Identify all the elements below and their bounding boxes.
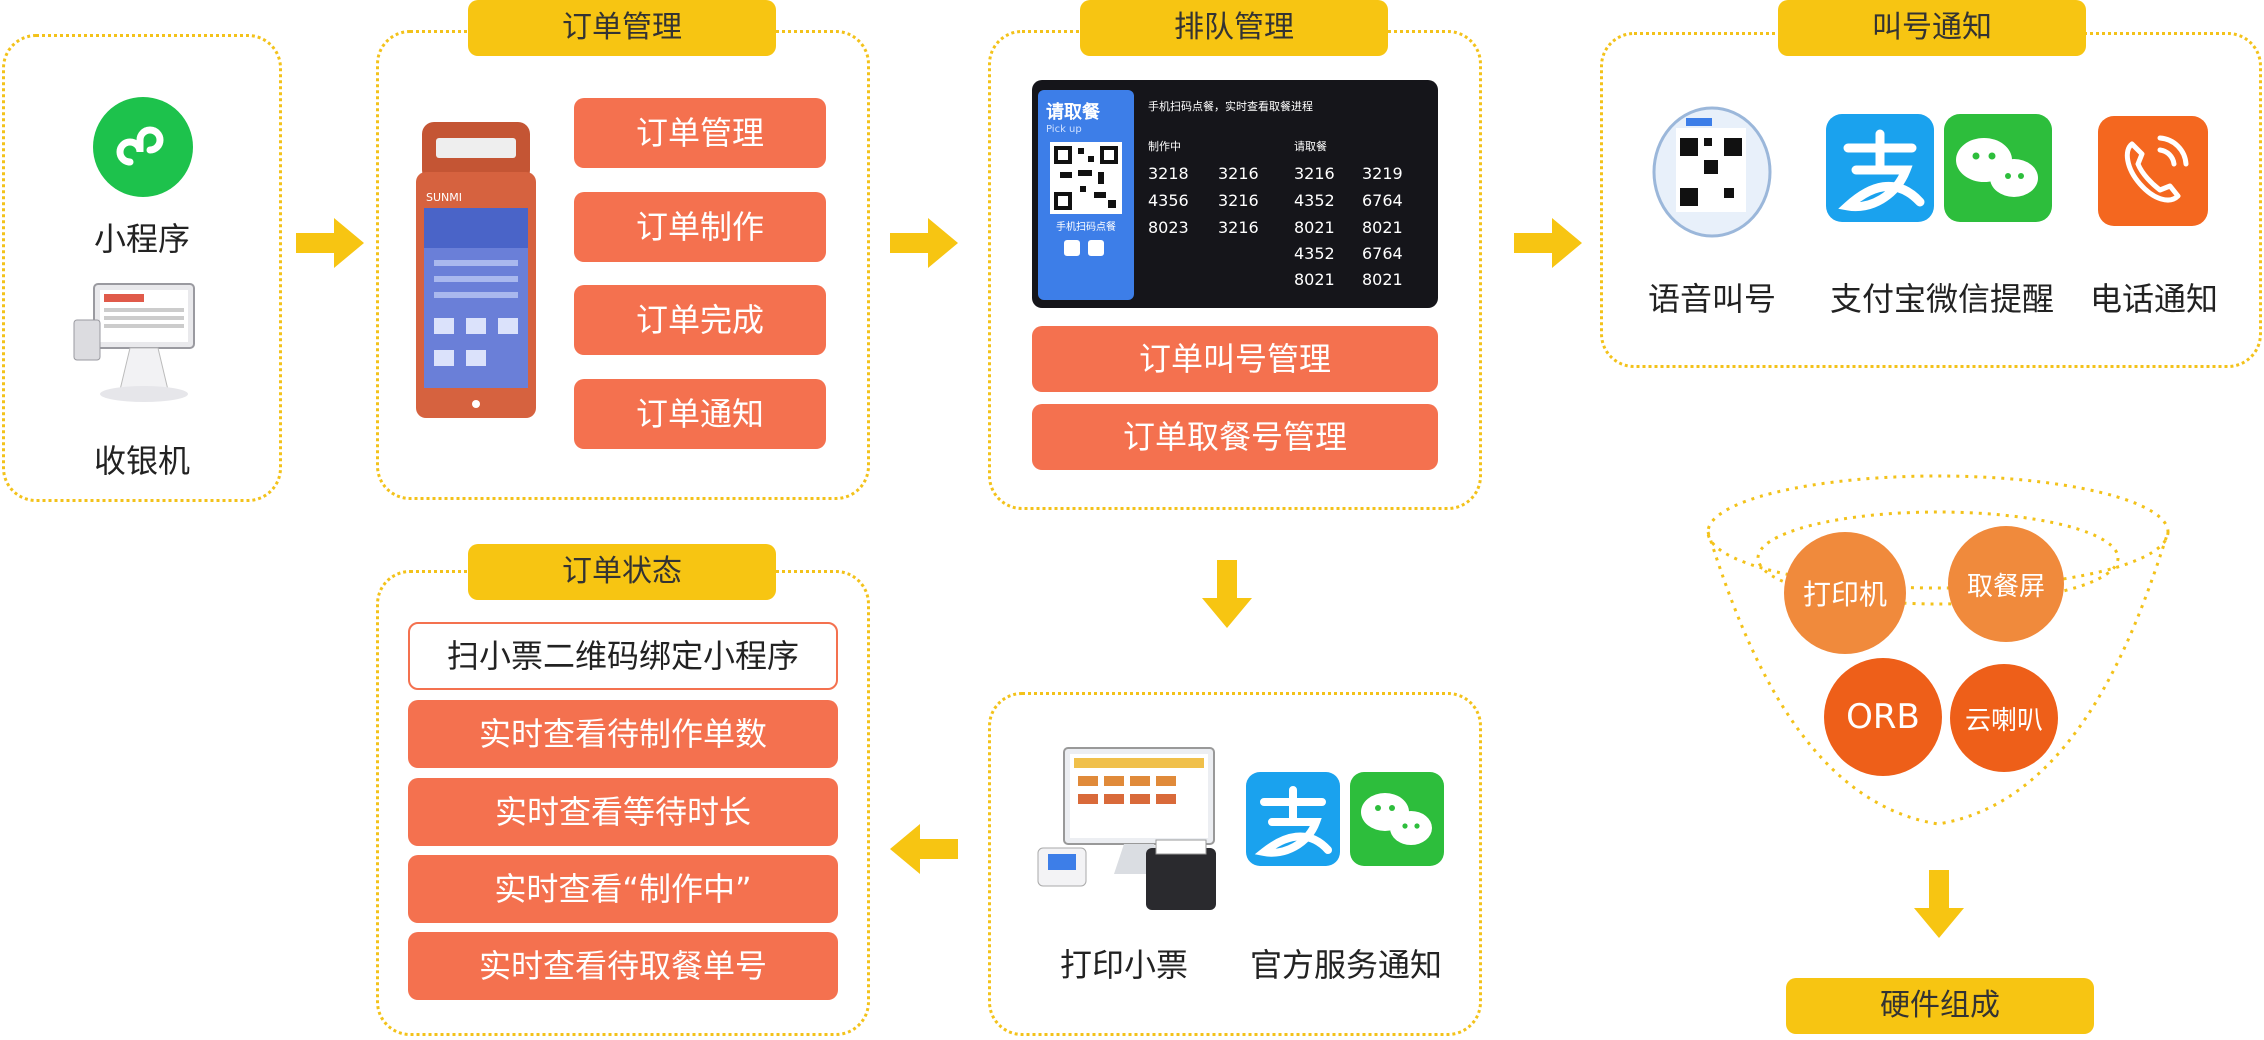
phone-icon: [2098, 116, 2208, 226]
arrow-down-icon: [1914, 870, 1964, 938]
queue-number: 4352: [1294, 191, 1335, 210]
hardware-funnel: [1706, 474, 2170, 826]
queue-number: 3219: [1362, 164, 1403, 183]
order-management-title: 订单管理: [468, 0, 776, 56]
call-notify-title: 叫号通知: [1778, 0, 2086, 56]
arrow-right-icon: [296, 218, 364, 268]
ticket-notify-box: [988, 692, 1482, 1036]
entry-label-mini-program: 小程序: [93, 220, 190, 258]
queue-number: 8021: [1294, 218, 1335, 237]
alipay-wechat-icon: [1826, 114, 2052, 222]
hardware-pickup-screen: 取餐屏: [1948, 526, 2064, 642]
speaker-qr-icon: [1652, 106, 1772, 238]
qr-code-icon: [1050, 142, 1122, 214]
hardware-printer: 打印机: [1784, 532, 1906, 654]
queue-number: 8021: [1362, 218, 1403, 237]
queue-number: 4356: [1148, 191, 1189, 210]
queue-number: 8021: [1294, 270, 1335, 289]
entry-box: [2, 34, 282, 502]
queue-management-title: 排队管理: [1080, 0, 1388, 56]
queue-number: 3216: [1218, 164, 1259, 183]
hardware-title: 硬件组成: [1786, 978, 2094, 1034]
device-brand: SUNMI: [426, 191, 462, 204]
alipay-wechat-icon: [1246, 772, 1444, 866]
hardware-orb: ORB: [1824, 658, 1942, 776]
pickup-number-management-button[interactable]: 订单取餐号管理: [1032, 404, 1438, 470]
pickup-title: 请取餐: [1046, 102, 1100, 123]
queue-number: 3216: [1218, 191, 1259, 210]
pos-printer-icon: [1037, 747, 1216, 910]
arrow-right-icon: [1514, 218, 1582, 268]
queue-number: 4352: [1294, 244, 1335, 263]
order-complete-button[interactable]: 订单完成: [574, 285, 826, 355]
col-pickup-title: 请取餐: [1294, 140, 1327, 153]
view-wait-time-button[interactable]: 实时查看等待时长: [408, 778, 838, 846]
col-making-title: 制作中: [1148, 140, 1181, 153]
arrow-right-icon: [890, 218, 958, 268]
pickup-subtitle: Pick up: [1046, 124, 1082, 135]
handheld-pos-icon: SUNMI: [416, 122, 536, 418]
call-notify-phone-label: 电话通知: [2089, 280, 2218, 318]
queue-number: 6764: [1362, 244, 1403, 263]
official-service-notify-label: 官方服务通知: [1249, 946, 1442, 984]
order-management-button[interactable]: 订单管理: [574, 98, 826, 168]
call-number-management-button[interactable]: 订单叫号管理: [1032, 326, 1438, 392]
queue-number: 3218: [1148, 164, 1189, 183]
pay-icons: [1064, 240, 1080, 256]
queue-number: 8021: [1362, 270, 1403, 289]
scan-ticket-bind-button[interactable]: 扫小票二维码绑定小程序: [408, 622, 838, 690]
mini-program-icon: [93, 97, 193, 197]
queue-number: 8023: [1148, 218, 1189, 237]
print-ticket-label: 打印小票: [1059, 946, 1188, 984]
arrow-left-icon: [890, 824, 958, 874]
hardware-cloud-speaker: 云喇叭: [1950, 664, 2058, 772]
cash-register-icon: [73, 283, 195, 402]
order-status-title: 订单状态: [468, 544, 776, 600]
queue-number: 3216: [1294, 164, 1335, 183]
view-pickup-number-button[interactable]: 实时查看待取餐单号: [408, 932, 838, 1000]
queue-number: 3216: [1218, 218, 1259, 237]
call-notify-pay-label: 支付宝微信提醒: [1829, 280, 2054, 318]
qr-caption: 手机扫码点餐: [1056, 222, 1116, 233]
call-notify-voice-label: 语音叫号: [1647, 280, 1776, 318]
screen-header: 手机扫码点餐，实时查看取餐进程: [1148, 100, 1313, 113]
entry-label-cash-register: 收银机: [93, 442, 190, 480]
view-in-progress-button[interactable]: 实时查看“制作中”: [408, 855, 838, 923]
pickup-screen: 请取餐 Pick up 手机扫码点餐 手机扫码点餐，实时查看取餐进程 制作中 请…: [1032, 80, 1438, 308]
pay-icons: [1088, 240, 1104, 256]
view-pending-count-button[interactable]: 实时查看待制作单数: [408, 700, 838, 768]
queue-number: 6764: [1362, 191, 1403, 210]
order-making-button[interactable]: 订单制作: [574, 192, 826, 262]
arrow-down-icon: [1202, 560, 1252, 628]
order-notify-button[interactable]: 订单通知: [574, 379, 826, 449]
